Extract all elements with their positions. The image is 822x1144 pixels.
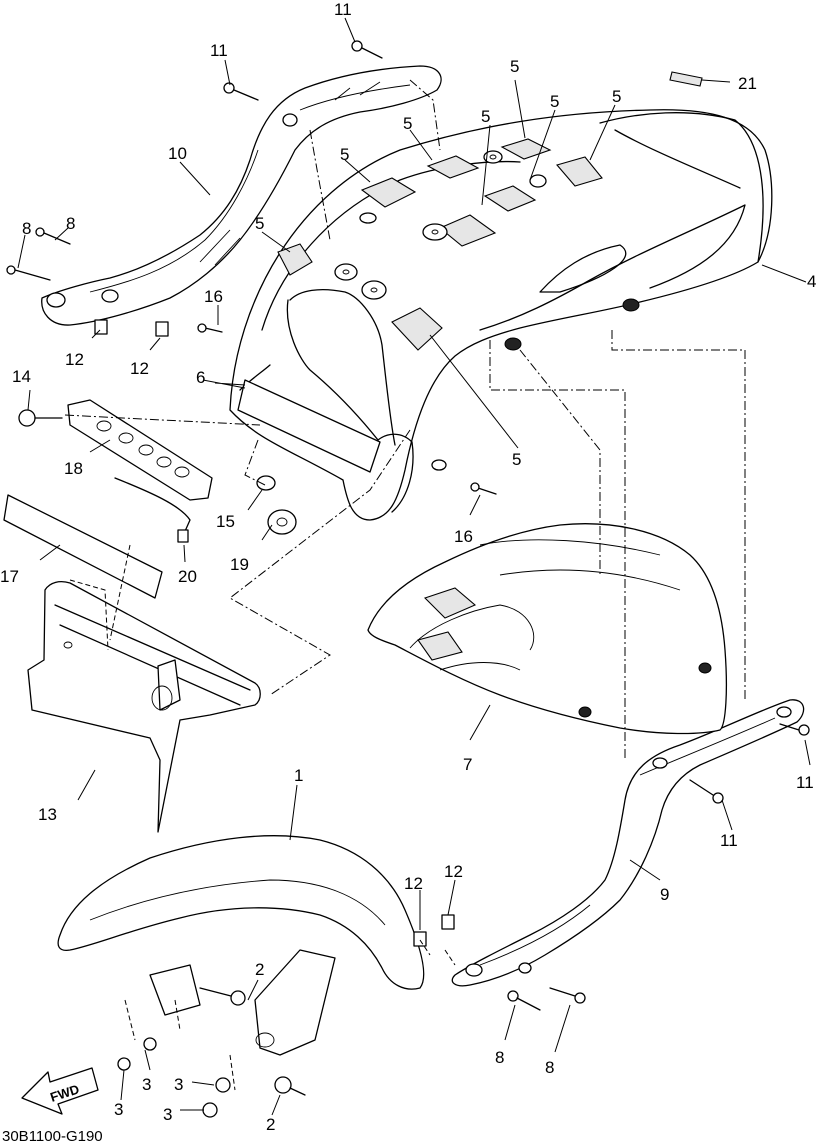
callout-10: 10 [168, 144, 187, 163]
callout-1: 1 [294, 766, 303, 785]
front-fender [57, 835, 425, 1056]
callout-14: 14 [12, 367, 31, 386]
callout-19: 19 [230, 555, 249, 574]
callout-8: 8 [22, 219, 31, 238]
callout-12: 12 [65, 350, 84, 369]
callout-5: 5 [512, 450, 521, 469]
callout-8: 8 [545, 1058, 554, 1077]
callout-15: 15 [216, 512, 235, 531]
callout-11: 11 [334, 0, 352, 19]
callout-12: 12 [130, 359, 149, 378]
drawing-code: 30B1100-G190 [2, 1128, 103, 1144]
callout-11: 11 [720, 831, 738, 850]
side-bracket [451, 699, 805, 987]
callout-8: 8 [66, 214, 75, 233]
callout-12: 12 [404, 874, 423, 893]
callout-9: 9 [660, 885, 669, 904]
callout-3: 3 [114, 1100, 123, 1119]
callout-5: 5 [403, 114, 412, 133]
callout-6: 6 [196, 368, 205, 387]
callout-2: 2 [255, 960, 264, 979]
callout-17: 17 [0, 567, 19, 586]
callout-18: 18 [64, 459, 83, 478]
callout-21: 21 [738, 74, 757, 93]
callout-20: 20 [178, 567, 197, 586]
callout-11: 11 [210, 41, 228, 60]
callout-8: 8 [495, 1048, 504, 1067]
license-plate-bracket [27, 581, 261, 833]
callout-5: 5 [340, 145, 349, 164]
callout-5: 5 [255, 214, 264, 233]
callout-5: 5 [481, 107, 490, 126]
inner-fender [367, 523, 728, 735]
callout-12: 12 [444, 862, 463, 881]
assembly-lines [17, 17, 811, 1116]
callout-13: 13 [38, 805, 57, 824]
small-parts [3, 40, 810, 1118]
callout-11: 11 [796, 773, 814, 792]
callout-2: 2 [266, 1115, 275, 1134]
callout-3: 3 [174, 1075, 183, 1094]
callout-4: 4 [807, 272, 816, 291]
callout-7: 7 [463, 755, 472, 774]
callout-3: 3 [163, 1105, 172, 1124]
callout-16: 16 [204, 287, 223, 306]
rear-fender [229, 71, 773, 521]
callout-5: 5 [510, 57, 519, 76]
callout-3: 3 [142, 1075, 151, 1094]
callout-5: 5 [550, 92, 559, 111]
callout-16: 16 [454, 527, 473, 546]
callout-5: 5 [612, 87, 621, 106]
rear-bracket [41, 65, 442, 326]
fwd-arrow-icon: FWD [21, 1067, 99, 1115]
